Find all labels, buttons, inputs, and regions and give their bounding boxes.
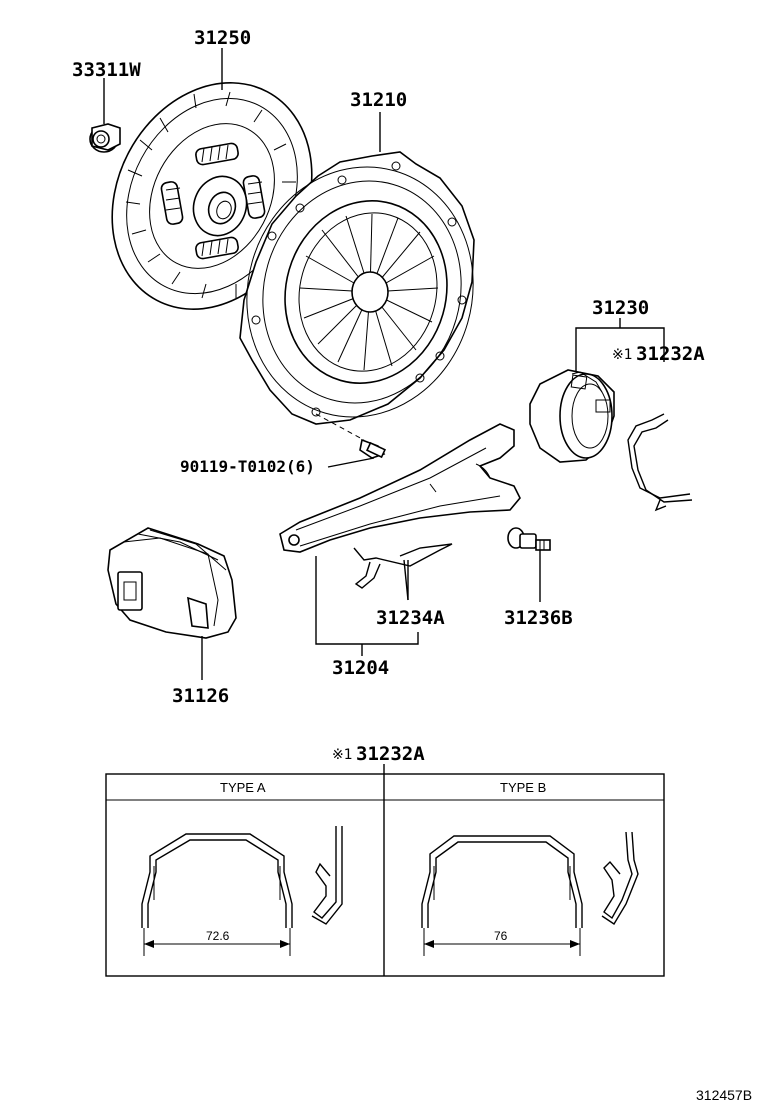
label-31204: 31204: [332, 657, 389, 679]
type-a-label: TYPE A: [220, 780, 266, 795]
bolt-90119: [359, 438, 387, 459]
dim-type-b: 76: [494, 929, 508, 943]
label-33311w: 33311W: [72, 59, 141, 81]
label-31126: 31126: [172, 685, 229, 707]
type-b-side-view: [601, 831, 639, 925]
figure-id: 312457B: [696, 1087, 752, 1103]
boot-31126: [107, 527, 237, 639]
label-31232a: 31232A: [636, 343, 705, 365]
spring-31234a: [353, 543, 453, 601]
type-b-clip: [421, 835, 583, 928]
detail-title-mark: ※1: [332, 747, 353, 763]
detail-table: [105, 773, 665, 977]
type-a-dimension: [143, 928, 291, 956]
bracket-31204: [315, 556, 419, 645]
type-a-side-view: [311, 826, 343, 925]
label-31234a: 31234A: [376, 607, 445, 629]
type-a-clip: [141, 833, 293, 928]
type-b-label: TYPE B: [500, 780, 546, 795]
detail-title-part: 31232A: [356, 743, 425, 765]
label-31236b: 31236B: [504, 607, 573, 629]
clip-31232a: [627, 413, 693, 512]
release-bearing-31230: [529, 369, 615, 463]
dim-type-a: 72.6: [206, 929, 230, 943]
pressure-plate-31210: [239, 151, 475, 425]
type-b-dimension: [423, 928, 581, 956]
leader-90119: [327, 457, 375, 468]
label-90119: 90119-T0102(6): [180, 457, 315, 476]
note-mark-31232a: ※1: [612, 347, 633, 363]
label-31230: 31230: [592, 297, 649, 319]
bolt-axis: [315, 413, 365, 441]
label-31210: 31210: [350, 89, 407, 111]
release-fork-31204: [279, 423, 521, 553]
pilot-bearing-33311w: [89, 123, 121, 153]
pivot-31236b: [507, 527, 551, 551]
label-31250: 31250: [194, 27, 251, 49]
